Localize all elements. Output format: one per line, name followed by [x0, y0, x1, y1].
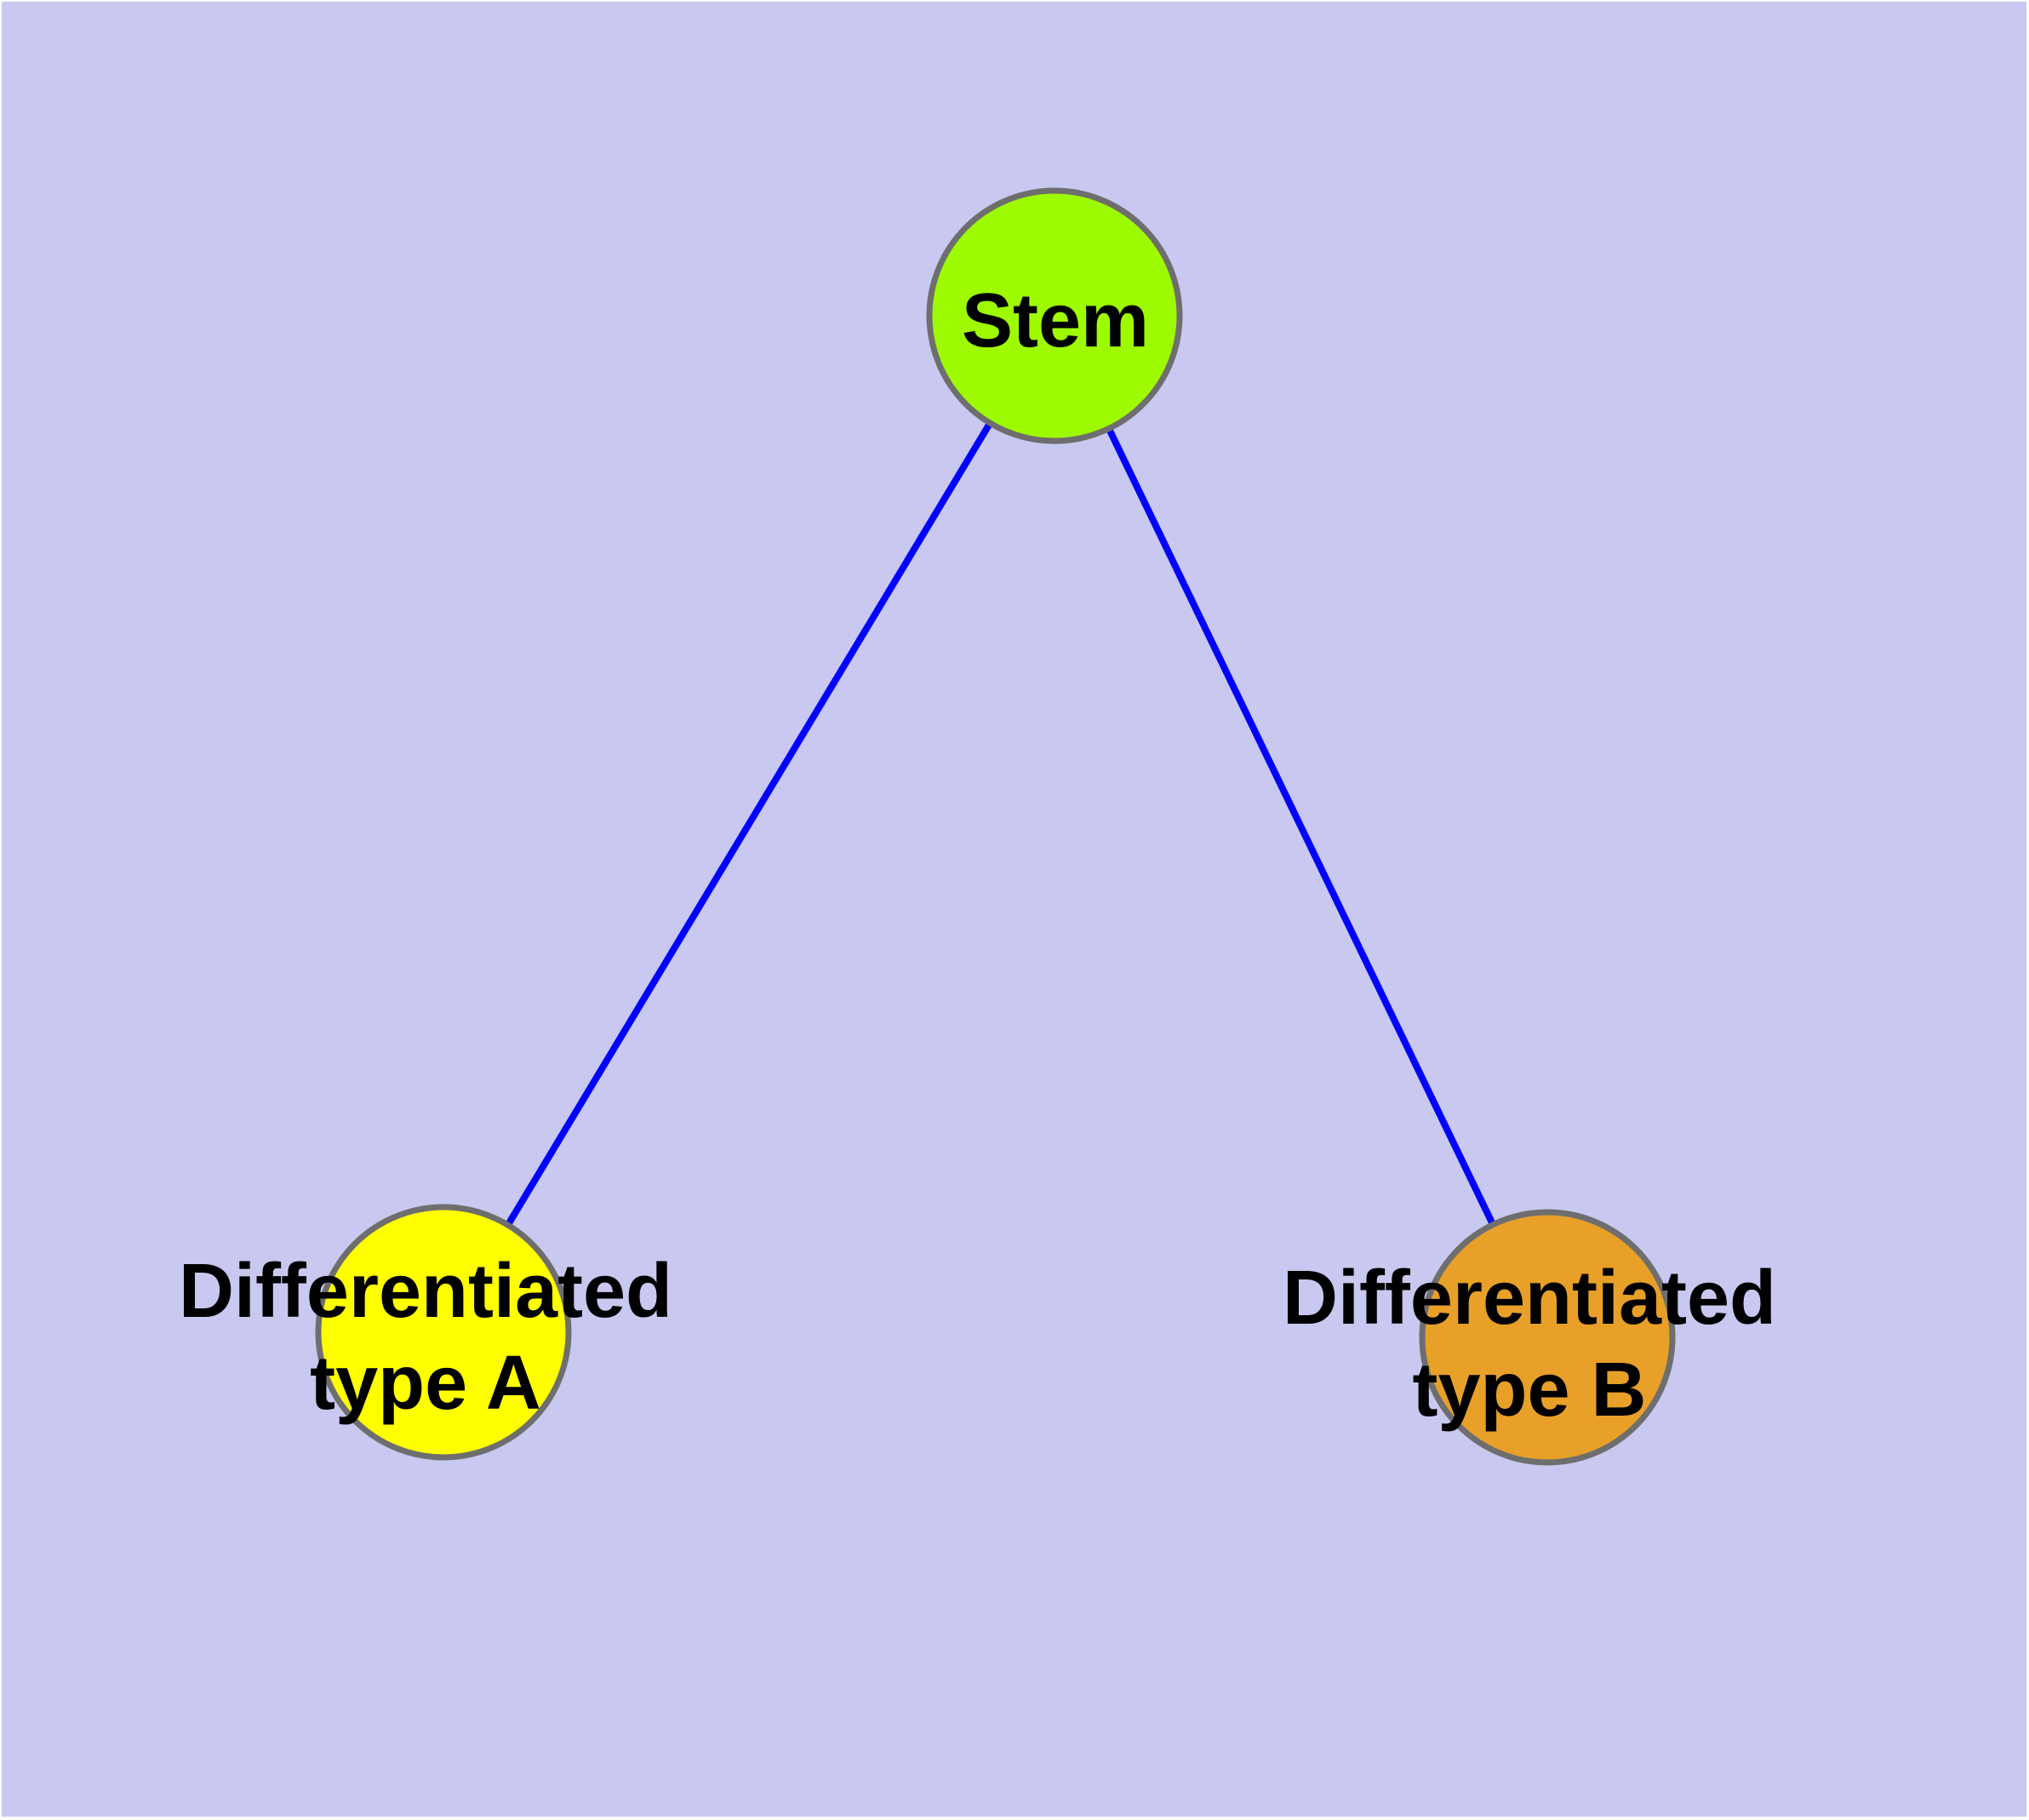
- type-a-node-circle: [315, 1204, 572, 1461]
- stem-node-label: Stem: [962, 278, 1149, 363]
- type-a-node-label-line2: type A: [310, 1341, 541, 1426]
- edge-stem-to-type-b: [1051, 314, 1551, 1339]
- type-b-node-label-line1: Differentiated: [1283, 1256, 1776, 1341]
- type-b-node-circle: [1419, 1209, 1676, 1466]
- stem-node-circle: [926, 187, 1183, 444]
- type-b-node-label-line2: type B: [1412, 1348, 1646, 1433]
- type-a-node-label-line1: Differentiated: [179, 1249, 672, 1334]
- edge-stem-to-type-a: [440, 313, 1058, 1335]
